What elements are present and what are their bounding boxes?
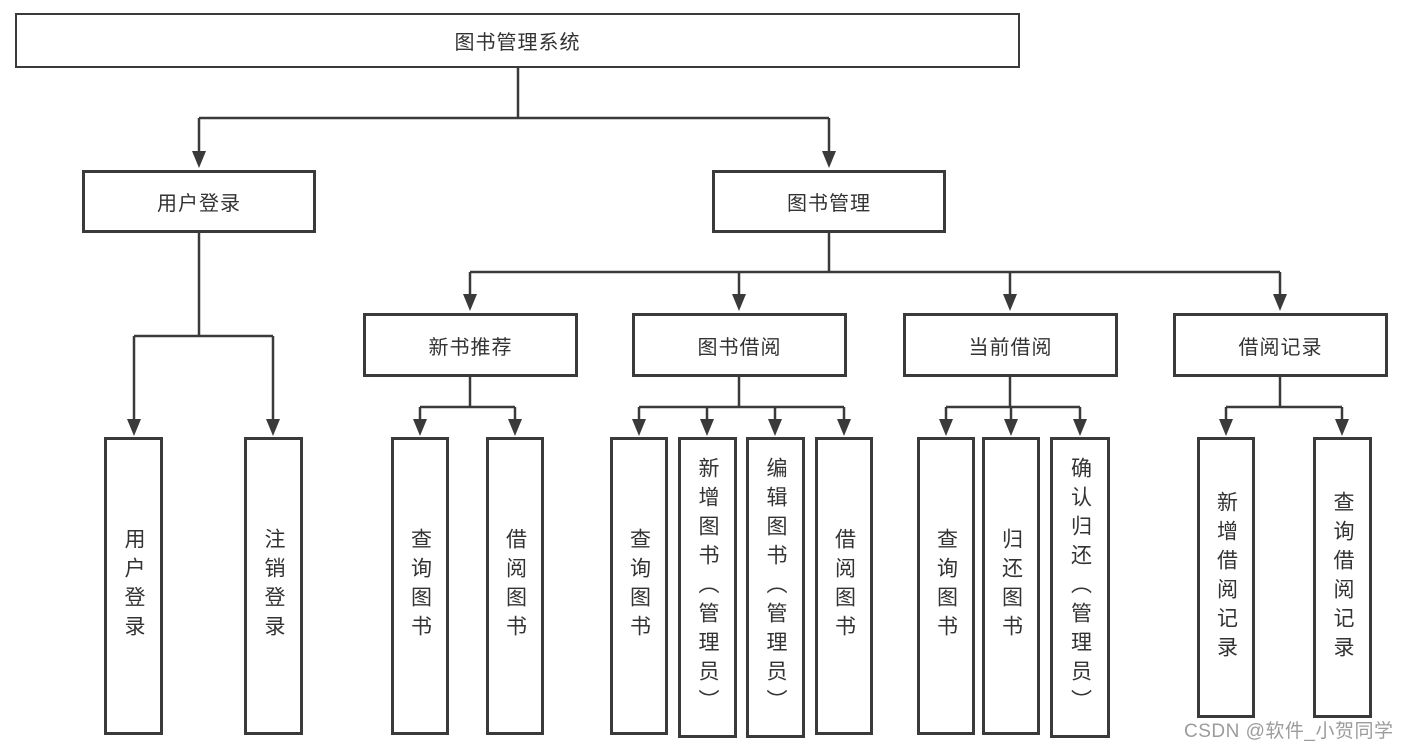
connector-user-login-children: [132, 233, 275, 420]
leaf-query-books-borrow-label: 查询图书: [627, 528, 651, 644]
leaf-add-borrow-record-label: 新增借阅记录: [1214, 490, 1238, 665]
node-borrowing-records-label: 借阅记录: [1238, 336, 1323, 359]
leaf-borrow-books-label: 借阅图书: [832, 528, 856, 644]
leaf-borrow-books-recommend-label: 借阅图书: [503, 528, 527, 644]
leaf-query-books-recommend-label: 查询图书: [408, 528, 432, 644]
node-current-borrowing-label: 当前借阅: [968, 336, 1053, 359]
leaf-borrow-books: 借阅图书: [815, 437, 873, 735]
node-new-book-recommendation: 新书推荐: [363, 313, 578, 377]
leaf-logout: 注销登录: [244, 437, 303, 735]
node-user-login: 用户登录: [82, 170, 316, 233]
leaf-return-books: 归还图书: [982, 437, 1040, 735]
arrowheads-leaves: [127, 419, 1349, 436]
node-new-book-recommendation-label: 新书推荐: [428, 336, 513, 359]
connector-current-borrow-children: [944, 377, 1082, 421]
connector-borrow-record-children: [1224, 377, 1344, 421]
leaf-user-login-label: 用户登录: [122, 528, 145, 644]
node-book-borrowing: 图书借阅: [632, 313, 847, 377]
leaf-add-books-admin-label: 新增图书（管理员）: [696, 457, 719, 718]
node-book-borrowing-label: 图书借阅: [697, 336, 782, 359]
leaf-query-borrow-record: 查询借阅记录: [1313, 437, 1372, 718]
arrowheads-level2: [192, 151, 836, 168]
leaf-query-books-borrow: 查询图书: [610, 437, 668, 735]
node-library-management-system: 图书管理系统: [15, 13, 1020, 68]
connector-root-to-level2: [197, 68, 831, 152]
leaf-borrow-books-recommend: 借阅图书: [486, 437, 544, 735]
connector-book-management-children: [468, 233, 1282, 296]
csdn-watermark: CSDN @软件_小贺同学: [1184, 721, 1394, 742]
connector-new-book-children: [418, 377, 517, 421]
node-book-management: 图书管理: [712, 170, 946, 233]
leaf-query-books-recommend: 查询图书: [391, 437, 449, 735]
node-borrowing-records: 借阅记录: [1173, 313, 1388, 377]
node-book-management-label: 图书管理: [787, 193, 871, 215]
leaf-edit-books-admin-label: 编辑图书（管理员）: [764, 457, 787, 718]
leaf-query-books-current: 查询图书: [917, 437, 975, 735]
node-user-login-label: 用户登录: [157, 193, 241, 215]
leaf-return-books-label: 归还图书: [999, 528, 1023, 644]
leaf-edit-books-admin: 编辑图书（管理员）: [746, 437, 805, 738]
leaf-logout-label: 注销登录: [262, 528, 285, 644]
leaf-query-books-current-label: 查询图书: [934, 528, 958, 644]
arrowheads-level3: [463, 294, 1287, 311]
leaf-query-borrow-record-label: 查询借阅记录: [1331, 490, 1354, 665]
leaf-user-login: 用户登录: [104, 437, 163, 735]
leaf-confirm-return-admin: 确认归还（管理员）: [1050, 437, 1110, 738]
leaf-add-books-admin: 新增图书（管理员）: [678, 437, 737, 738]
leaf-confirm-return-admin-label: 确认归还（管理员）: [1068, 457, 1092, 718]
node-current-borrowing: 当前借阅: [903, 313, 1118, 377]
connector-book-borrow-children: [637, 377, 846, 421]
node-library-management-system-label: 图书管理系统: [454, 32, 581, 54]
leaf-add-borrow-record: 新增借阅记录: [1197, 437, 1255, 718]
